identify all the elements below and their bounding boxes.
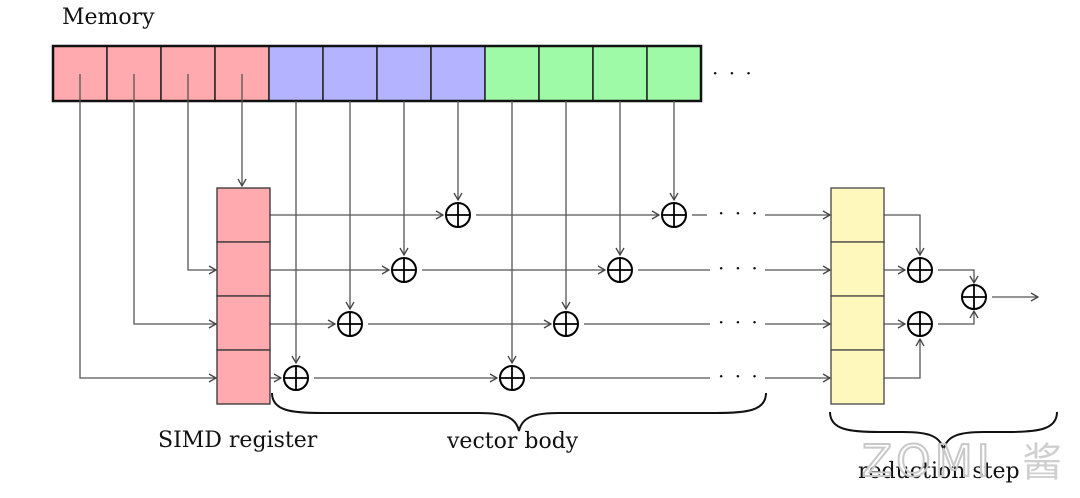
braces (271, 392, 1058, 451)
watermark-suffix: 酱 (1022, 440, 1062, 486)
vector-body-brace (271, 392, 767, 432)
oplus-icon (907, 311, 933, 337)
wire-load-lane-1 (187, 74, 218, 275)
reduction-lane (830, 241, 885, 297)
reduction-lane (830, 349, 885, 405)
wire-red-lane0 (884, 214, 925, 257)
memory-title: Memory (62, 5, 155, 30)
wire-red-lane3 (884, 337, 925, 379)
memory-cell (322, 45, 378, 102)
reduction-register (830, 187, 885, 405)
oplus-icon (907, 257, 933, 283)
vector-body-operators: · · · · · · · · · · · · (283, 201, 987, 391)
continuation-dots: · · · (718, 256, 760, 280)
data-flow-wires (79, 74, 1040, 383)
oplus-icon (283, 365, 309, 391)
memory-cell (268, 45, 324, 102)
memory-cell (592, 45, 648, 102)
oplus-icon (607, 257, 633, 283)
continuation-dots: · · · (718, 201, 760, 225)
oplus-icon (661, 202, 687, 228)
memory-border (51, 44, 703, 103)
reduction-lane (830, 187, 885, 243)
continuation-dots: · · · (718, 364, 760, 388)
simd-lane (216, 349, 271, 405)
wire-load-lane-2 (133, 74, 218, 329)
wire-red-a (938, 269, 979, 285)
memory-cell (538, 45, 594, 102)
wire-red-b (938, 309, 979, 325)
oplus-icon (499, 365, 525, 391)
oplus-icon (553, 311, 579, 337)
memory-cell (646, 45, 702, 102)
simd-lane (216, 295, 271, 351)
memory-cell (430, 45, 486, 102)
simd-register-label: SIMD register (158, 428, 318, 453)
reduction-step-brace (829, 411, 1058, 451)
memory-cell (484, 45, 540, 102)
oplus-icon (391, 257, 417, 283)
oplus-icon (337, 311, 363, 337)
simd-register (216, 187, 271, 405)
watermark-text: ZOMI (862, 436, 994, 487)
oplus-icon (445, 202, 471, 228)
reduction-lane (830, 295, 885, 351)
memory-array (51, 44, 703, 103)
simd-lane (216, 187, 271, 243)
memory-cell (376, 45, 432, 102)
reduction-step-label: reduction step (858, 459, 1020, 484)
simd-lane (216, 241, 271, 297)
oplus-icon (961, 284, 987, 310)
memory-continuation-dots: · · · (712, 61, 754, 85)
watermark: ZOMI 酱 (861, 435, 1062, 488)
continuation-dots: · · · (718, 310, 760, 334)
vector-body-label: vector body (446, 429, 579, 454)
wire-load-lane-3 (79, 74, 218, 383)
